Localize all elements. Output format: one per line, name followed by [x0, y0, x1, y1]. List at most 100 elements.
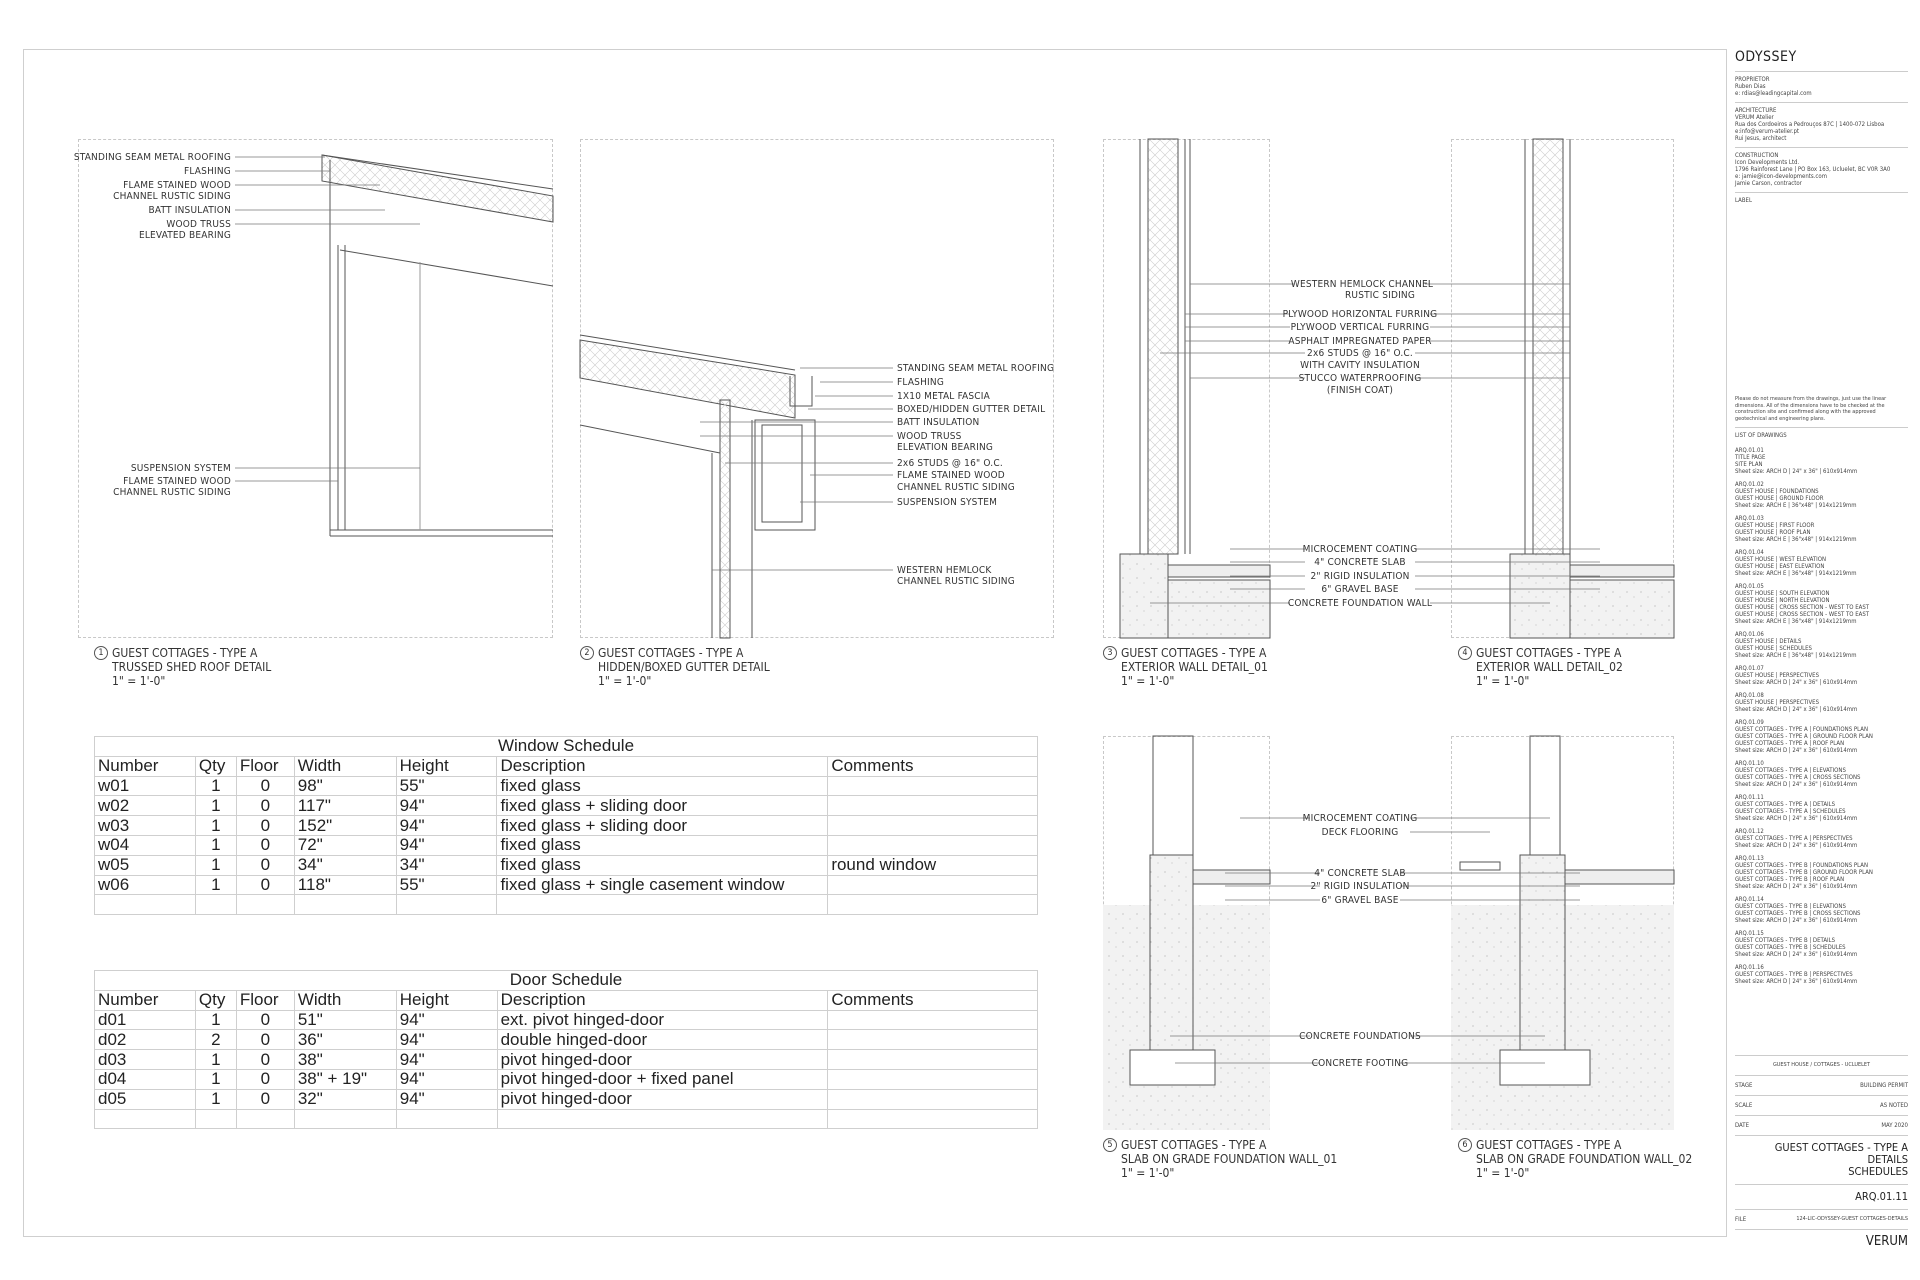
table-cell: w06 [94, 874, 196, 896]
info-line: Rua dos Cordoeiros a Pedrouços 87C | 140… [1735, 121, 1885, 128]
callout-label: PLYWOOD VERTICAL FURRING [1290, 322, 1430, 333]
callout-label: BOXED/HIDDEN GUTTER DETAIL [897, 404, 1046, 415]
section-heading: PROPRIETOR [1735, 76, 1770, 83]
table-cell: pivot hinged-door + fixed panel [496, 1068, 829, 1090]
table-cell: d03 [94, 1049, 196, 1070]
drawing-list-line: Sheet size: ARCH D | 24" x 36" | 610x914… [1735, 815, 1858, 822]
callout-label: MICROCEMENT COATING [1302, 813, 1418, 824]
table-cell: pivot hinged-door [496, 1049, 829, 1070]
stage-label: STAGE [1735, 1082, 1753, 1089]
table-cell: 94" [395, 1049, 498, 1070]
callout-label: ELEVATION BEARING [897, 442, 994, 453]
table-cell: w03 [94, 815, 196, 836]
callout-label: CHANNEL RUSTIC SIDING [113, 487, 231, 498]
drawing-sheet-border [23, 49, 1727, 1237]
drawing-list-line: ARQ.01.14 [1735, 896, 1764, 903]
table-cell: 0 [235, 1049, 295, 1070]
drawing-list-line: GUEST COTTAGES - TYPE A | FOUNDATIONS PL… [1735, 726, 1868, 733]
info-line: Icon Developments Ltd. [1735, 159, 1800, 166]
callout-label: (FINISH COAT) [1326, 385, 1394, 396]
exterior-walls [1119, 138, 1675, 639]
sheet-title-line: DETAILS [1867, 1153, 1908, 1166]
caption-scale: 1" = 1'-0" [1476, 1166, 1530, 1180]
drawing-list-line: GUEST COTTAGES - TYPE A | SCHEDULES [1735, 808, 1846, 815]
schedule-title: Window Schedule [94, 736, 1038, 757]
table-cell: d04 [94, 1068, 196, 1090]
callout-label: RUSTIC SIDING [1344, 290, 1416, 301]
detail-number-badge: 2 [580, 646, 594, 660]
table-cell: d02 [94, 1029, 196, 1051]
caption-title: GUEST COTTAGES - TYPE A [1121, 1138, 1267, 1152]
section-heading: CONSTRUCTION [1735, 152, 1779, 159]
callout-label: 6" GRAVEL BASE [1321, 895, 1399, 906]
callout-leaders [235, 156, 1600, 1064]
drawing-list-line: Sheet size: ARCH D | 24" x 36" | 610x914… [1735, 679, 1858, 686]
drawing-list-line: GUEST COTTAGES - TYPE A | GROUND FLOOR P… [1735, 733, 1873, 740]
table-cell: 38" + 19" [293, 1068, 397, 1090]
column-header: Height [395, 989, 498, 1011]
table-cell: 94" [395, 1009, 498, 1031]
drawing-list-line: GUEST COTTAGES - TYPE B | PERSPECTIVES [1735, 971, 1853, 978]
table-cell [194, 1108, 237, 1130]
table-cell: w05 [94, 854, 196, 876]
sheet-number: ARQ.01.11 [1735, 1184, 1908, 1209]
column-header: Number [94, 755, 196, 777]
location: GUEST HOUSE / COTTAGES - UCLUELET [1735, 1055, 1908, 1075]
callout-label: PLYWOOD HORIZONTAL FURRING [1282, 309, 1438, 320]
callout-label: MICROCEMENT COATING [1302, 544, 1418, 555]
table-cell: fixed glass + sliding door [496, 795, 829, 817]
callout-label: 1X10 METAL FASCIA [897, 391, 990, 402]
table-cell: w01 [94, 775, 196, 797]
table-row [94, 1108, 1038, 1130]
detail-number-badge: 1 [94, 646, 108, 660]
table-cell: 72" [293, 834, 397, 856]
table-cell [827, 1029, 1038, 1051]
table-cell: 94" [395, 1029, 498, 1051]
callout-label: STUCCO WATERPROOFING [1298, 373, 1422, 384]
column-header: Qty [194, 989, 237, 1011]
drawing-list-line: GUEST COTTAGES - TYPE A | DETAILS [1735, 801, 1836, 808]
callout-label: 2x6 STUDS @ 16" O.C. [1307, 348, 1413, 359]
drawing-list-line: GUEST HOUSE | SCHEDULES [1735, 645, 1812, 652]
drawing-list-line: Sheet size: ARCH D | 24" x 36" | 610x914… [1735, 917, 1858, 924]
callout-label: ELEVATED BEARING [138, 230, 231, 241]
foundation-walls [1103, 735, 1675, 1130]
drawing-list-line: Sheet size: ARCH E | 36"x48" | 914x1219m… [1735, 536, 1857, 543]
info-line: e:info@verum-atelier.pt [1735, 128, 1800, 135]
callout-label: BATT INSULATION [148, 205, 231, 216]
drawing-list-line: ARQ.01.05 [1735, 583, 1764, 590]
caption-title: GUEST COTTAGES - TYPE A [1476, 646, 1622, 660]
table-cell: 1 [194, 1068, 237, 1090]
detail-number-badge: 5 [1103, 1138, 1117, 1152]
drawing-list-line: Sheet size: ARCH D | 24" x 36" | 610x914… [1735, 781, 1858, 788]
caption-subtitle: TRUSSED SHED ROOF DETAIL [112, 660, 272, 674]
callout-label: CONCRETE FOUNDATION WALL [1287, 598, 1433, 609]
callout-label: 4" CONCRETE SLAB [1314, 557, 1406, 568]
table-cell: 1 [194, 1009, 237, 1031]
drawing-list-line: ARQ.01.08 [1735, 692, 1764, 699]
sheet-title-line: GUEST COTTAGES - TYPE A [1774, 1141, 1908, 1154]
caption-scale: 1" = 1'-0" [112, 674, 166, 688]
caption-scale: 1" = 1'-0" [1476, 674, 1530, 688]
table-cell [827, 1068, 1038, 1090]
table-cell [395, 1108, 498, 1130]
drawing-list-line: SITE PLAN [1735, 461, 1763, 468]
table-cell [194, 894, 237, 916]
